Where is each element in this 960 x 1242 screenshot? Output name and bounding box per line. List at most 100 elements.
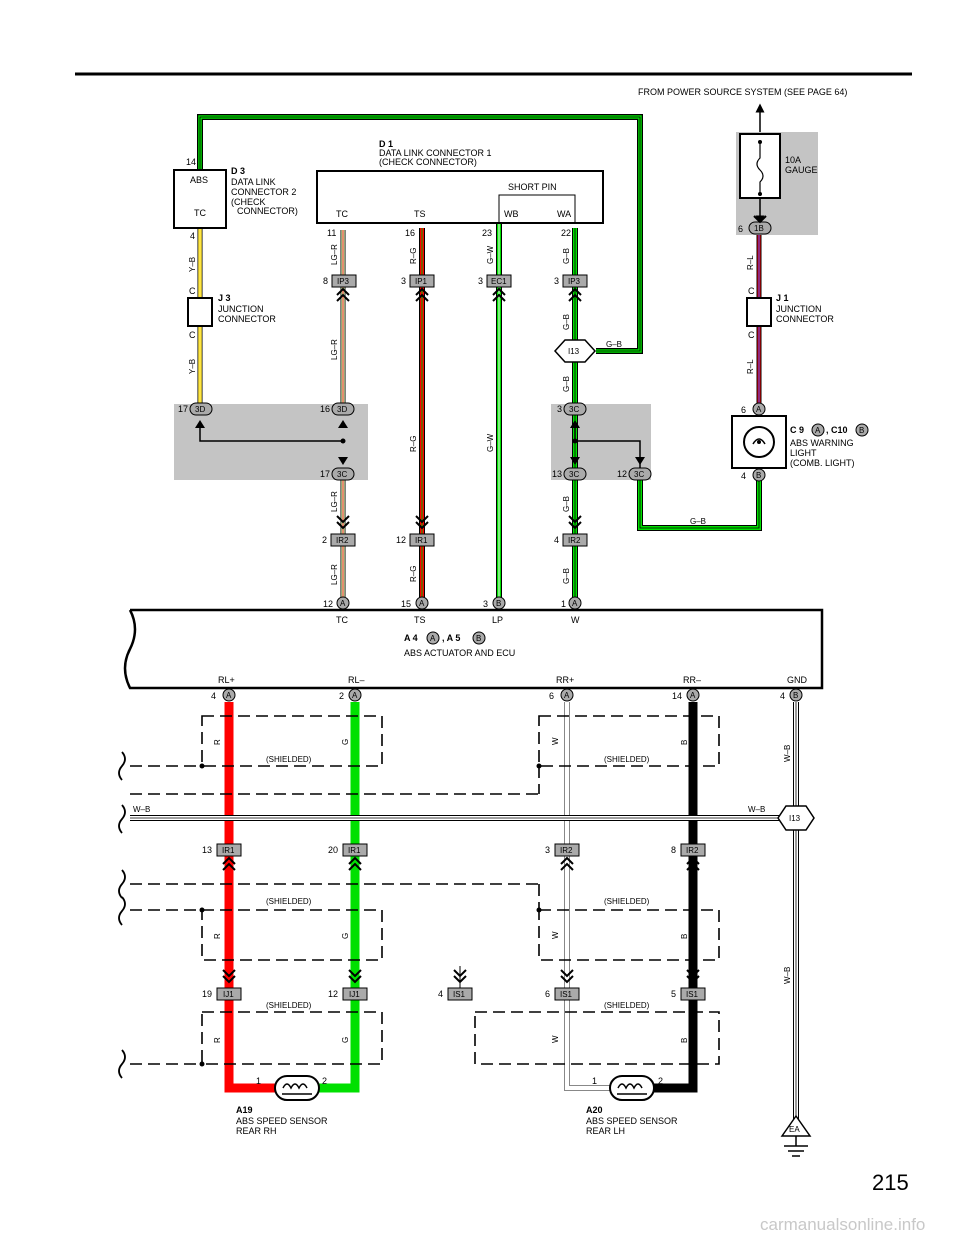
d3-tc-label: TC — [194, 208, 206, 218]
d3-id: D 3 — [231, 166, 245, 176]
junction-tie-right — [574, 425, 641, 470]
light-conn-a — [752, 402, 766, 416]
light-name: ABS WARNING — [790, 438, 854, 448]
ij1-19-pin: 19 — [202, 989, 212, 999]
shield-box-rh-1 — [201, 715, 383, 767]
ip1-code: IP1 — [415, 277, 428, 286]
d3-16-code: 3D — [337, 405, 347, 414]
ecu-label-rlm: RL– — [348, 675, 365, 685]
light-pin-top: 6 — [741, 405, 746, 415]
sensor-rh-name: ABS SPEED SENSOR — [236, 1116, 328, 1126]
break-marks — [118, 751, 126, 1079]
sensor-rh-p1: 1 — [256, 1076, 261, 1086]
c3-12-pin: 12 — [617, 469, 627, 479]
short-pin-bracket — [498, 194, 576, 223]
d1-ts: TS — [414, 209, 426, 219]
light-conn-b — [752, 468, 766, 482]
j1-name: JUNCTION — [776, 304, 822, 314]
d1-short-pin: SHORT PIN — [508, 182, 557, 192]
ecu-id: A 4 — [404, 633, 418, 643]
label-wb-4: W–B — [748, 805, 765, 814]
fuse-pin: 6 — [738, 224, 743, 234]
ir2-8-pin: 8 — [671, 845, 676, 855]
ecu-id-a: A — [430, 634, 436, 643]
shield-boxes — [130, 715, 720, 1065]
j1-name2: CONNECTOR — [776, 314, 834, 324]
j1-c-bottom: C — [748, 330, 755, 340]
label-rg-2: R–G — [409, 436, 418, 452]
ecu-id-mid: , A 5 — [442, 633, 460, 643]
sensor-lh-name2: REAR LH — [586, 1126, 625, 1136]
label-gb-3: G–B — [562, 376, 571, 392]
wire-green — [318, 702, 360, 1093]
sensor-lh-p2: 2 — [658, 1076, 663, 1086]
light-pin-bottom: 4 — [741, 471, 746, 481]
ir2a-pin: 2 — [322, 535, 327, 545]
ip3a-pin: 8 — [323, 276, 328, 286]
light-id-b: B — [859, 426, 864, 435]
ir1-20-pin: 20 — [328, 845, 338, 855]
sensor-rh-p2: 2 — [322, 1076, 327, 1086]
ir1-13-code: IR1 — [222, 846, 235, 855]
label-g-2: G — [341, 933, 350, 939]
watermark: carmanualsonline.info — [760, 1215, 925, 1234]
sensor-lh-id: A20 — [586, 1105, 603, 1115]
ecu-label-rrp: RR+ — [556, 675, 574, 685]
ir2-3-pin: 3 — [545, 845, 550, 855]
label-lgr-2: LG–R — [330, 339, 339, 360]
fuse-icon — [756, 142, 764, 196]
ecu-label-gnd: GND — [787, 675, 808, 685]
ip3a-code: IP3 — [337, 277, 350, 286]
d3-name: DATA LINK — [231, 177, 276, 187]
shield-box-rh-2 — [201, 909, 383, 961]
d3-name2: CONNECTOR 2 — [231, 187, 296, 197]
sensor-lh-p1: 1 — [592, 1076, 597, 1086]
ground-label: EA — [789, 1125, 800, 1134]
ecu-conn-ts: A — [419, 599, 425, 608]
ecu-bpin-6: 6 — [549, 691, 554, 701]
is1-6-code: IS1 — [560, 990, 573, 999]
light-id-mid: , C10 — [826, 425, 848, 435]
light-id-a: A — [815, 426, 821, 435]
ground-icon — [784, 1136, 808, 1157]
d1-pin-23: 23 — [482, 228, 492, 238]
ecu-conn-lp: B — [496, 599, 501, 608]
j1-c-top: C — [748, 286, 755, 296]
connector-badges — [189, 274, 706, 1001]
d3-connector-box — [173, 169, 227, 229]
ecu-conn-w: A — [572, 599, 578, 608]
ir2b-pin: 4 — [554, 535, 559, 545]
label-gw-1: G–W — [486, 245, 495, 264]
d1-pin-22: 22 — [561, 228, 571, 238]
label-r-3: R — [213, 1037, 222, 1043]
label-rl-2: R–L — [746, 359, 755, 374]
label-r-1: R — [213, 739, 222, 745]
label-w-3: W — [551, 1035, 560, 1043]
speed-sensor-rh — [274, 1075, 320, 1101]
ir1-20-code: IR1 — [348, 846, 361, 855]
j3-name: JUNCTION — [218, 304, 264, 314]
label-gb-6: G–B — [606, 340, 622, 349]
ecu-label-lp: LP — [492, 615, 503, 625]
junction-block-left — [174, 404, 368, 480]
shield-box-lh-1 — [538, 715, 720, 767]
c3-3-pin: 3 — [557, 404, 562, 414]
j1-id: J 1 — [776, 293, 789, 303]
wire-black — [652, 702, 698, 1093]
d3-abs-label: ABS — [190, 175, 208, 185]
d1-name2: (CHECK CONNECTOR) — [379, 157, 477, 167]
j3-name2: CONNECTOR — [218, 314, 276, 324]
d3-name3: (CHECK — [231, 197, 266, 207]
label-b-2: B — [680, 934, 689, 939]
j3-c-bottom: C — [189, 330, 196, 340]
label-gw-2: G–W — [486, 433, 495, 452]
ecu-top-conns: A A B A — [336, 596, 582, 610]
ec1-pin: 3 — [478, 276, 483, 286]
sensor-rh-id: A19 — [236, 1105, 253, 1115]
fuse-conn: 1B — [754, 224, 764, 233]
splice-i13-top-label: I13 — [568, 347, 580, 356]
d3-pin-bottom: 4 — [190, 231, 195, 241]
shield-box-rh-3 — [201, 1011, 383, 1065]
d3-16-pin: 16 — [320, 404, 330, 414]
